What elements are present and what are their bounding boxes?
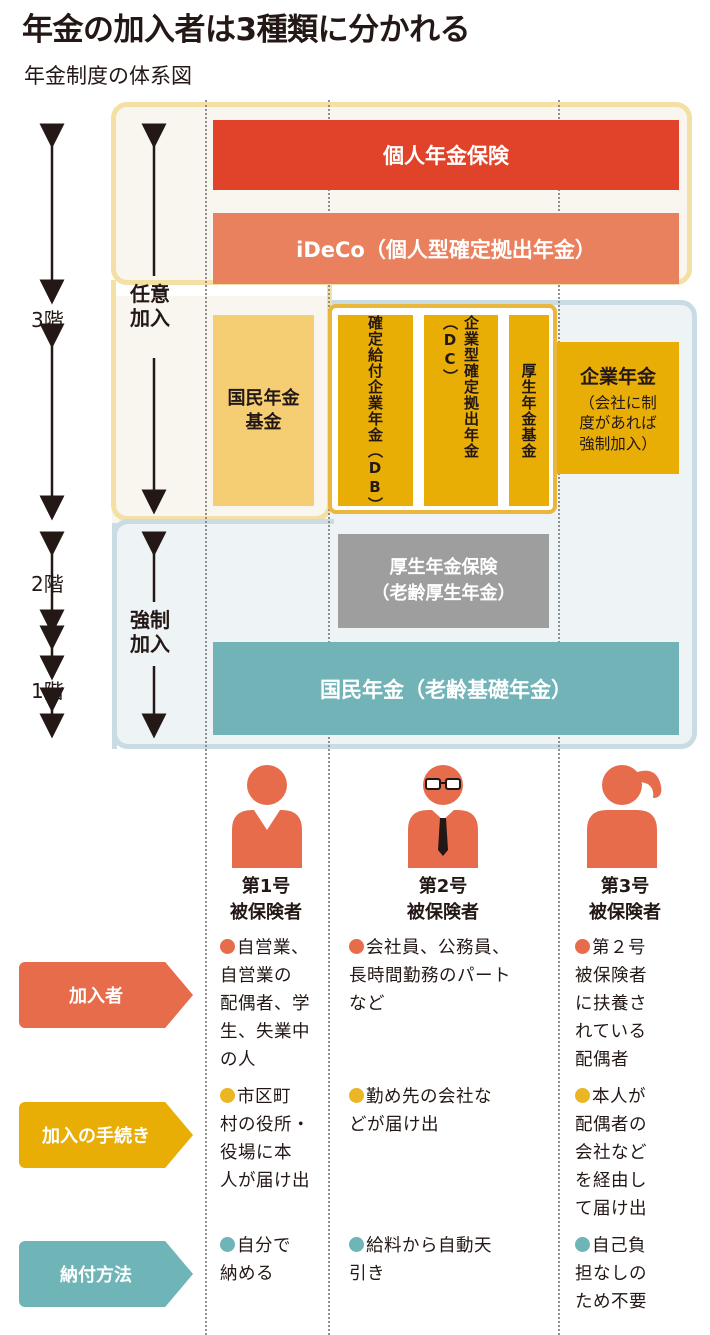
diagram-subtitle: 年金制度の体系図 <box>24 64 192 88</box>
insured-type-2-label: 第2号 被保険者 <box>407 876 479 924</box>
optional-enrollment-label: 任意 加入 <box>130 282 170 330</box>
floor-label-2: 2階 <box>31 572 64 596</box>
row-label-procedure: 加入の手続き <box>19 1102 193 1168</box>
members-type-1: 自営業、 自営業の 配偶者、学 生、失業中 の人 <box>220 938 310 1070</box>
row-label-members: 加入者 <box>19 962 193 1028</box>
insured-type-3-label: 第3号 被保険者 <box>589 876 661 924</box>
employee-pension-fund-column: 厚生年金基金 <box>509 315 549 506</box>
page-title: 年金の加入者は3種類に分かれる <box>22 12 471 48</box>
row-label-payment: 納付方法 <box>19 1241 193 1307</box>
national-pension-fund-box: 国民年金 基金 <box>213 315 314 506</box>
corporate-pension-note: （会社に制 度があれば 強制加入） <box>579 394 657 453</box>
defined-benefit-pension-column: 確定給付企業年金（DB） <box>338 315 413 513</box>
corporate-pension-title: 企業年金 <box>579 366 656 389</box>
bullet-icon <box>349 939 364 954</box>
bullet-icon <box>575 939 590 954</box>
bullet-icon <box>220 1237 235 1252</box>
private-pension-insurance-bar: 個人年金保険 <box>213 120 679 190</box>
mandatory-zone-edge <box>112 524 117 749</box>
bullet-icon <box>220 939 235 954</box>
employee-pension-line1: 厚生年金保険 <box>389 556 498 578</box>
procedure-type-1: 市区町 村の役所・ 役場に本 人が届け出 <box>220 1087 310 1191</box>
bullet-icon <box>575 1237 590 1252</box>
person-with-ponytail-icon <box>587 765 662 868</box>
bullet-icon <box>349 1088 364 1103</box>
procedure-type-3: 本人が 配偶者の 会社など を経由し て届け出 <box>575 1087 647 1219</box>
members-type-3: 第２号 被保険者 に扶養さ れている 配偶者 <box>575 938 647 1070</box>
bullet-icon <box>349 1237 364 1252</box>
employee-pension-line2: （老齢厚生年金） <box>371 583 516 604</box>
payment-type-2: 給料から自動天 引き <box>349 1236 492 1284</box>
ideco-bar: iDeCo（個人型確定拠出年金） <box>213 213 679 284</box>
person-with-glasses-icon <box>408 765 478 868</box>
bullet-icon <box>220 1088 235 1103</box>
bullet-icon <box>575 1088 590 1103</box>
mandatory-enrollment-label: 強制 加入 <box>130 608 170 656</box>
national-pension-bar: 国民年金（老齢基礎年金） <box>213 642 679 735</box>
person-icon <box>232 765 302 868</box>
payment-type-1: 自分で 納める <box>220 1236 291 1284</box>
column-divider <box>205 100 207 1335</box>
employee-pension-insurance-bar: 厚生年金保険 （老齢厚生年金） <box>338 534 549 628</box>
corporate-pension-box: 企業年金 （会社に制 度があれば 強制加入） <box>557 342 679 474</box>
floor-label-1: 1階 <box>31 679 64 703</box>
corporate-dc-column: 企業型確定拠出年金（DC） <box>424 315 498 506</box>
floor-axis-arrows <box>39 123 167 739</box>
insured-type-1-label: 第1号 被保険者 <box>230 876 302 924</box>
procedure-type-2: 勤め先の会社な どが届け出 <box>349 1087 492 1135</box>
payment-type-3: 自己負 担なしの ため不要 <box>575 1236 647 1312</box>
floor-label-3: 3階 <box>31 308 64 332</box>
members-type-2: 会社員、公務員、 長時間勤務のパート など <box>349 938 511 1014</box>
